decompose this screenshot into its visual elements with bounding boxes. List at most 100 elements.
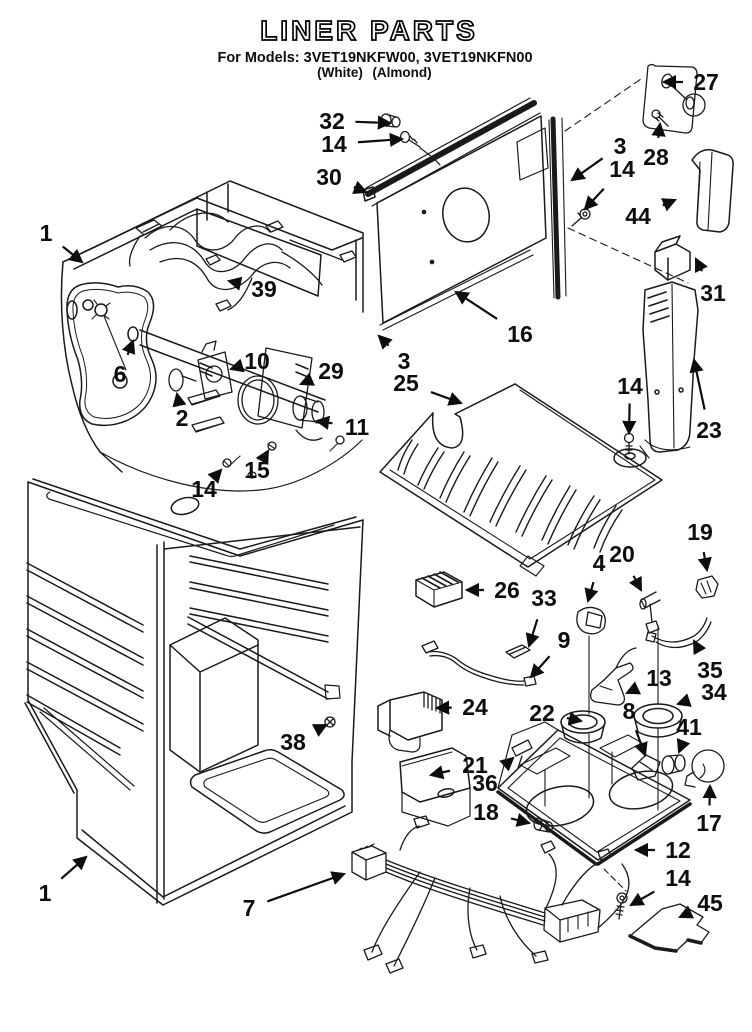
callout-number-14: 14: [321, 131, 347, 157]
part-clip-27: [642, 63, 706, 134]
callout-arrow-32: [355, 115, 393, 130]
callout-36-37: 36: [472, 756, 515, 796]
callout-number-36: 36: [472, 770, 498, 796]
part-screw-28: [651, 109, 669, 127]
callout-number-31: 31: [700, 280, 726, 306]
callout-arrow-1: [62, 245, 84, 264]
callout-2-15: 2: [172, 391, 188, 431]
callout-arrow-14: [583, 187, 605, 211]
callout-arrow-28: [651, 121, 666, 138]
callout-45-42: 45: [678, 890, 723, 919]
part-sleeve-18: [533, 817, 554, 833]
callout-arrow-6: [121, 339, 136, 356]
part-bulb-17: [684, 749, 725, 788]
part-pan-12: [496, 721, 692, 866]
callout-3-19: 3: [377, 334, 411, 374]
callout-arrow-16: [454, 290, 498, 320]
callout-arrow-34: [675, 693, 692, 707]
callout-19-23: 19: [687, 519, 713, 573]
part-damper-24: [377, 691, 443, 753]
callout-arrow-11: [314, 415, 333, 430]
callout-number-16: 16: [507, 321, 533, 347]
callout-9-28: 9: [529, 627, 571, 679]
callout-arrow-30: [352, 180, 368, 195]
callout-number-7: 7: [243, 895, 256, 921]
callout-arrow-2: [172, 391, 187, 408]
callout-28-5: 28: [643, 121, 669, 170]
callout-23-22: 23: [689, 357, 722, 443]
callout-41-34: 41: [676, 714, 702, 754]
callout-20-24: 20: [609, 541, 643, 592]
callout-number-44: 44: [625, 203, 651, 229]
callout-arrow-17: [702, 783, 717, 806]
part-control-box-26: [415, 571, 463, 608]
callout-33-27: 33: [525, 585, 557, 649]
callout-30-3: 30: [316, 164, 368, 195]
part-air-duct-23: [639, 281, 699, 459]
finish-almond-label: (Almond): [372, 65, 431, 80]
callout-arrow-36: [499, 756, 515, 772]
callout-1-0: 1: [40, 220, 84, 264]
callout-number-25: 25: [393, 370, 419, 396]
callout-number-8: 8: [623, 698, 636, 724]
part-screw-38: [319, 716, 336, 732]
part-clip-19: [695, 575, 719, 599]
part-grommet-32: [380, 113, 401, 128]
callout-12-40: 12: [633, 837, 691, 863]
callout-11-16: 11: [314, 414, 370, 440]
callout-number-3: 3: [614, 133, 627, 159]
part-housing-31: [654, 235, 691, 281]
part-breaker-strip-3: [548, 116, 567, 300]
part-duct-21: [399, 747, 471, 827]
callout-32-1: 32: [319, 108, 393, 134]
callout-arrow-22: [566, 711, 584, 726]
callout-number-34: 34: [701, 679, 727, 705]
callout-number-14: 14: [609, 156, 635, 182]
models-line: For Models: 3VET19NKFW00, 3VET19NKFN00: [217, 50, 532, 66]
callout-31-9: 31: [695, 257, 726, 306]
part-clip-33: [505, 644, 531, 659]
callout-29-14: 29: [299, 358, 344, 386]
callout-number-28: 28: [643, 144, 669, 170]
part-bracket-35: [645, 617, 712, 649]
callout-7-45: 7: [243, 871, 347, 921]
part-vent-shelf-25: [379, 383, 663, 577]
callout-arrow-33: [525, 618, 540, 649]
callout-number-33: 33: [531, 585, 557, 611]
callout-number-15: 15: [244, 457, 270, 483]
callout-number-3: 3: [398, 348, 411, 374]
callout-arrow-41: [676, 738, 691, 754]
callout-arrow-18: [510, 813, 532, 827]
part-bracket-13: [590, 647, 637, 706]
callout-number-26: 26: [494, 577, 520, 603]
callout-arrow-45: [678, 905, 695, 919]
callout-17-39: 17: [696, 783, 722, 836]
callout-arrow-21: [428, 765, 451, 780]
callout-arrow-3: [377, 334, 393, 350]
callout-number-6: 6: [114, 361, 127, 387]
callout-number-19: 19: [687, 519, 713, 545]
callout-arrow-14: [629, 890, 655, 907]
callout-27-4: 27: [661, 69, 719, 95]
callout-number-22: 22: [529, 700, 555, 726]
callout-number-30: 30: [316, 164, 342, 190]
part-wire-harness-39: [128, 212, 357, 312]
callout-number-11: 11: [345, 414, 370, 440]
callout-arrow-9: [529, 655, 551, 679]
callout-number-12: 12: [665, 837, 691, 863]
callout-10-13: 10: [228, 348, 270, 374]
callout-number-29: 29: [318, 358, 344, 384]
part-wire-harness-7: [351, 815, 630, 974]
part-screw-14-shelf: [623, 432, 635, 455]
callout-arrow-15: [255, 449, 270, 466]
callout-arrow-14: [622, 403, 637, 436]
callout-14-7: 14: [583, 156, 635, 211]
callout-number-23: 23: [696, 417, 722, 443]
callout-39-11: 39: [226, 276, 277, 302]
callout-number-14: 14: [617, 373, 643, 399]
part-trim-rail-30: [362, 97, 541, 207]
callout-3-6: 3: [570, 133, 627, 182]
callout-35-29: 35: [692, 639, 723, 683]
part-wire-9: [421, 640, 537, 687]
callout-number-9: 9: [558, 627, 571, 653]
